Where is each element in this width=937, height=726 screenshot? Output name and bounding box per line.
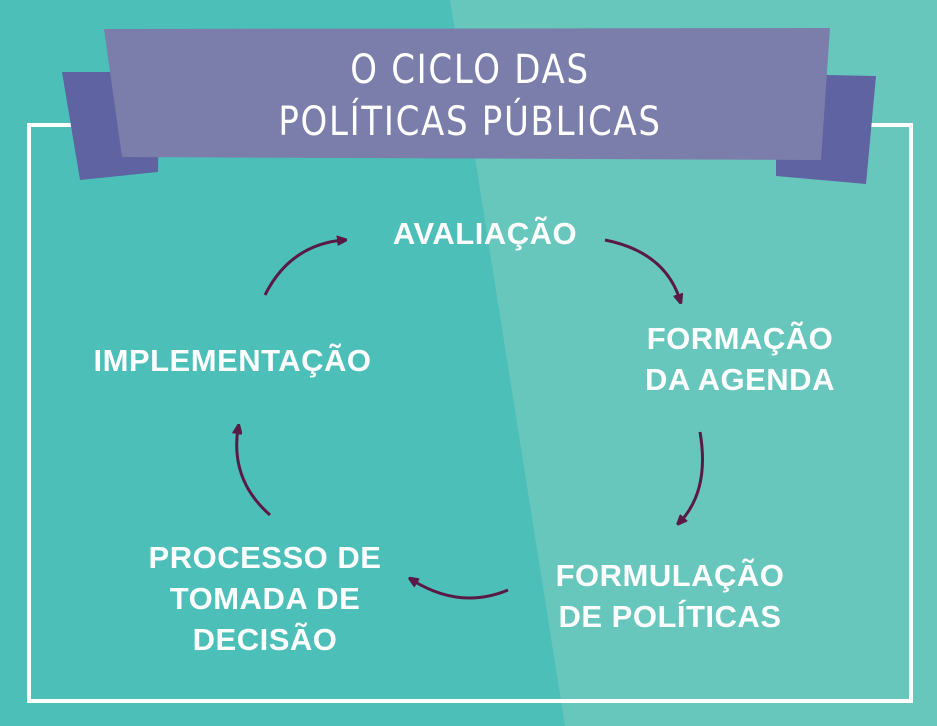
stage-label: FORMULAÇÃO [555,558,785,593]
title-line-1: O CICLO DAS [350,47,590,93]
stage-implementacao: IMPLEMENTAÇÃO [70,340,395,381]
stage-label: DA AGENDA [645,362,835,397]
arrow-avaliacao-formacao [604,238,680,300]
background-right [450,0,937,726]
stage-label: IMPLEMENTAÇÃO [93,343,372,378]
stage-label: DE POLÍTICAS [558,599,782,634]
stage-tomada-decisao: PROCESSO DE TOMADA DE DECISÃO [130,537,400,660]
stage-formulacao: FORMULAÇÃO DE POLÍTICAS [530,555,810,637]
arrow-formacao-formulacao [680,431,704,522]
stage-label: DECISÃO [192,622,338,657]
diagram-title: O CICLO DAS POLÍTICAS PÚBLICAS [198,44,742,148]
stage-formacao-agenda: FORMAÇÃO DA AGENDA [620,318,860,400]
stage-label: PROCESSO DE [148,540,382,575]
arrow-formulacao-decisao [412,580,509,600]
title-banner [104,28,830,160]
title-line-2: POLÍTICAS PÚBLICAS [278,99,662,145]
stage-label: TOMADA DE [169,581,361,616]
stage-label: FORMAÇÃO [646,321,834,356]
arrow-implementacao-avaliacao [263,240,343,296]
stage-label: AVALIAÇÃO [392,216,578,251]
arrow-decisao-implementacao [237,428,271,517]
stage-avaliacao: AVALIAÇÃO [370,213,600,254]
